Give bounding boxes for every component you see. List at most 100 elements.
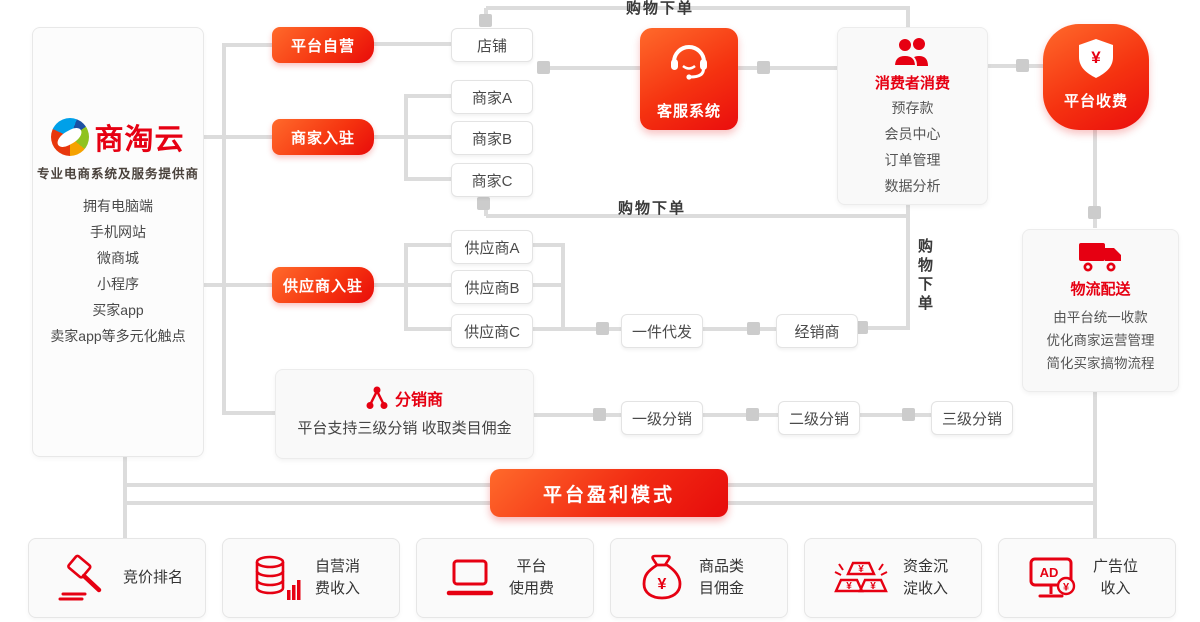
connector-line — [550, 66, 640, 70]
brand-logo-icon — [51, 118, 90, 156]
consumer-item: 数据分析 — [884, 178, 941, 194]
node-merchant-b: 商家B — [451, 121, 533, 155]
arrow-right-nub — [747, 322, 760, 335]
node-distribution-level2: 二级分销 — [778, 401, 860, 435]
profit-card-category-commission: ¥ 商品类 目佣金 — [610, 538, 788, 618]
connector-line — [486, 6, 910, 10]
coins-chart-icon — [255, 555, 301, 600]
brand-panel: 商淘云 专业电商系统及服务提供商 拥有电脑端 手机网站 微商城 小程序 买家ap… — [32, 27, 204, 457]
profit-card-label: 平台 使用费 — [509, 558, 555, 597]
truck-icon — [1079, 243, 1121, 272]
connector-line — [486, 214, 908, 218]
money-bag-symbol: ¥ — [658, 576, 667, 593]
connector-line — [531, 243, 565, 247]
logistics-panel: 物流配送 由平台统一收款 优化商家运营管理 简化买家搞物流程 — [1022, 229, 1179, 392]
profit-card-self-operated: 自营消 费收入 — [222, 538, 400, 618]
connector-line — [561, 243, 565, 331]
arrow-down-nub — [479, 14, 492, 27]
node-supplier-b: 供应商B — [451, 270, 533, 304]
consumer-item: 预存款 — [891, 100, 934, 116]
profit-card-label: 自营消 费收入 — [315, 558, 361, 597]
order-label-top: 购物下单 — [625, 0, 694, 17]
connector-line — [737, 66, 837, 70]
profit-card-label: 资金沉 淀收入 — [903, 558, 949, 597]
order-label-middle: 购物下单 — [617, 200, 686, 217]
connector-line — [484, 8, 488, 16]
profit-card-label: 竞价排名 — [123, 569, 184, 587]
profit-card-capital-deposit: ¥ ¥ ¥ 资金沉 淀收入 — [804, 538, 982, 618]
profit-card-platform-usage: 平台 使用费 — [416, 538, 594, 618]
logistics-item: 优化商家运营管理 — [1046, 333, 1155, 348]
connector-line — [406, 327, 451, 331]
connector-line — [986, 64, 1043, 68]
profit-card-label: 广告位 收入 — [1093, 558, 1139, 597]
connector-line — [123, 455, 127, 538]
connector-line — [125, 501, 490, 505]
brand-logo: 商淘云 — [33, 116, 203, 158]
svg-text:¥: ¥ — [846, 581, 852, 592]
ad-icon-text: AD — [1040, 565, 1059, 580]
connector-line — [701, 413, 778, 417]
channel-platform-self: 平台自营 — [272, 27, 374, 63]
connector-line — [862, 326, 908, 330]
connector-line — [1093, 130, 1097, 228]
connector-line — [906, 8, 910, 28]
arrow-left-nub — [537, 61, 550, 74]
brand-feature: 买家app — [92, 302, 144, 318]
connector-line — [1093, 389, 1097, 538]
shield-yuan-symbol: ¥ — [1091, 48, 1101, 67]
distributor-panel: 分销商 平台支持三级分销 收取类目佣金 — [275, 369, 534, 459]
svg-text:¥: ¥ — [870, 581, 876, 592]
share-icon — [366, 386, 388, 409]
connector-line — [406, 177, 451, 181]
shield-yuan-icon: ¥ — [1079, 39, 1113, 78]
arrow-right-nub — [902, 408, 915, 421]
connector-line — [531, 283, 565, 287]
arrow-right-nub — [1016, 59, 1029, 72]
brand-feature: 微商城 — [97, 250, 139, 266]
arrow-right-nub — [596, 322, 609, 335]
brand-feature: 手机网站 — [90, 224, 146, 240]
users-icon — [892, 37, 928, 67]
svg-text:¥: ¥ — [858, 564, 864, 575]
connector-line — [224, 411, 275, 415]
connector-line — [906, 204, 910, 330]
gavel-icon — [58, 554, 102, 601]
profit-card-bidding: 竞价排名 — [28, 538, 206, 618]
connector-line — [372, 283, 451, 287]
connector-line — [222, 43, 226, 415]
connector-line — [728, 483, 1097, 487]
node-merchant-c: 商家C — [451, 163, 533, 197]
channel-merchant-join: 商家入驻 — [272, 119, 374, 155]
node-shop: 店铺 — [451, 28, 533, 62]
connector-line — [728, 501, 1097, 505]
connector-line — [125, 483, 490, 487]
customer-service-node: 客服系统 — [640, 28, 750, 130]
node-dropship: 一件代发 — [621, 314, 703, 348]
node-distribution-level1: 一级分销 — [621, 401, 703, 435]
connector-line — [858, 413, 931, 417]
consumer-panel-title: 消费者消费 — [874, 75, 950, 92]
logistics-item: 由平台统一收款 — [1053, 310, 1148, 325]
brand-feature: 卖家app等多元化触点 — [50, 328, 186, 344]
brand-tagline: 专业电商系统及服务提供商 — [36, 167, 199, 181]
connector-line — [224, 43, 272, 47]
order-label-vertical: 购物下单 — [916, 238, 933, 314]
brand-feature: 拥有电脑端 — [83, 198, 153, 214]
arrow-right-nub — [757, 61, 770, 74]
connector-line — [374, 42, 451, 46]
logistics-item: 简化买家搞物流程 — [1046, 356, 1155, 371]
customer-service-label: 客服系统 — [656, 103, 721, 120]
brand-name: 商淘云 — [94, 124, 185, 156]
brand-feature: 小程序 — [97, 276, 139, 292]
connector-line — [404, 94, 408, 181]
connector-line — [531, 327, 621, 331]
connector-line — [404, 243, 408, 331]
consumer-panel: 消费者消费 预存款 会员中心 订单管理 数据分析 — [837, 27, 988, 205]
money-bag-icon: ¥ — [642, 554, 682, 600]
platform-fee-label: 平台收费 — [1063, 93, 1128, 110]
connector-line — [406, 243, 451, 247]
connector-line — [374, 135, 451, 139]
gold-ingots-icon: ¥ ¥ ¥ — [834, 561, 888, 593]
